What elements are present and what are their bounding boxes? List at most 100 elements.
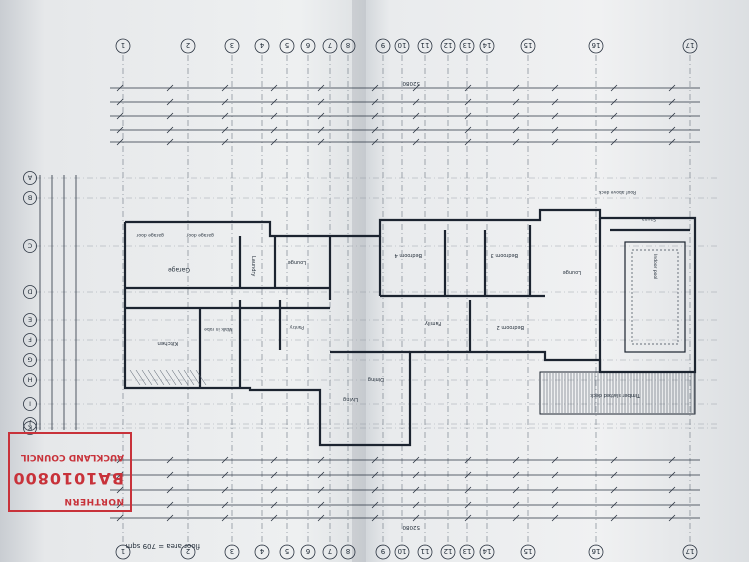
grid-bubble-F: F: [23, 333, 37, 347]
grid-label-bottom: 9: [381, 547, 385, 555]
grid-bubble-K: K: [23, 421, 37, 435]
grid-label-top: 2: [186, 41, 190, 49]
room-family: Family: [425, 320, 441, 326]
room-lounge-2: Lounge: [563, 269, 581, 275]
overall-dimension-bottom: 52080: [402, 524, 420, 530]
room-sauna: Sauna: [642, 216, 656, 222]
grid-label-top: 16: [591, 41, 600, 49]
grid-label-left: B: [28, 194, 32, 202]
grid-label-left: D: [27, 288, 32, 296]
grid-label-left: A: [27, 174, 32, 182]
grid-label-bottom: 3: [230, 547, 234, 555]
grid-label-bottom: 4: [259, 547, 264, 555]
grid-label-top: 11: [421, 41, 430, 49]
grid-label-left: F: [28, 336, 32, 344]
timber-deck: [539, 371, 696, 415]
grid-bubble-C: C: [23, 239, 37, 253]
grid-bubble-10: 10 10: [394, 38, 410, 560]
grid-bubble-A: A: [23, 171, 37, 185]
grid-label-top: 6: [305, 41, 310, 49]
floor-area-note: floor area = 709 sqm: [125, 542, 200, 550]
grid-label-top: 1: [121, 41, 125, 49]
label-roof-above: Roof above deck: [598, 189, 636, 195]
grid-label-left: E: [28, 316, 32, 324]
grid-label-bottom: 14: [482, 547, 491, 555]
room-lounge-1: Lounge: [288, 259, 306, 265]
building-walls: [123, 208, 697, 447]
grid-label-top: 14: [482, 41, 491, 49]
grid-bubble-4: 44: [254, 38, 270, 560]
grid-label-left: H: [27, 376, 32, 384]
grid-label-bottom: 2: [186, 547, 190, 555]
grid-bubble-D: D: [23, 285, 37, 299]
grid-bubble-2: 22: [180, 38, 196, 560]
grid-bubble-3: 33: [224, 38, 240, 560]
grid-bubble-8: 88: [340, 38, 356, 560]
grid-bubble-G: G: [23, 353, 37, 367]
stamp-council: AUCKLAND COUNCIL: [20, 452, 124, 462]
grid-label-left: K: [27, 424, 32, 432]
grid-label-bottom: 11: [421, 547, 430, 555]
grid-label-top: 4: [259, 41, 264, 49]
overall-dimension-top: 52080: [402, 80, 420, 86]
grid-label-top: 15: [524, 41, 533, 49]
pool-inner: [631, 249, 679, 345]
grid-bubble-9: 99: [375, 38, 391, 560]
room-walk-in-robe: Walk in robe: [204, 326, 232, 332]
grid-label-bottom: 17: [686, 547, 695, 555]
grid-label-left: G: [27, 356, 32, 364]
grid-label-bottom: 6: [305, 547, 310, 555]
room-pool: Indoor pool: [652, 254, 658, 279]
grid-label-bottom: 16: [591, 547, 600, 555]
label-timber-deck: Timber slatted deck: [590, 392, 641, 398]
grid-label-left: J: [29, 420, 32, 428]
room-pantry: Pantry: [289, 324, 304, 330]
label-garage-door-1: garage door: [136, 232, 164, 238]
grid-label-bottom: 13: [463, 547, 472, 555]
room-bedroom-4: Bedroom 4: [395, 252, 422, 258]
grid-bubble-11: 11 11: [417, 38, 433, 560]
council-stamp: NORTHERN BA1010800 AUCKLAND COUNCIL: [8, 432, 132, 512]
grid-bubble-J: J: [23, 417, 37, 431]
grid-label-left: I: [29, 400, 31, 408]
grid-bubble-1: 11: [115, 38, 131, 560]
grid-label-bottom: 15: [524, 547, 533, 555]
grid-label-top: 7: [328, 41, 332, 49]
room-living: Living: [343, 396, 358, 402]
grid-label-top: 9: [381, 41, 385, 49]
grid-label-top: 8: [346, 41, 350, 49]
stamp-number: BA1010800: [12, 469, 124, 488]
room-bedroom-3: Bedroom 3: [491, 252, 518, 258]
grid-bubble-H: H: [23, 373, 37, 387]
room-kitchen: Kitchen: [157, 340, 178, 346]
grid-bubble-5: 55: [279, 38, 295, 560]
room-dining: Dining: [368, 376, 384, 382]
room-laundry: Laundry: [250, 256, 256, 276]
grid-label-top: 17: [686, 41, 695, 49]
grid-bubble-7: 77: [322, 38, 338, 560]
grid-label-top: 13: [463, 41, 472, 49]
grid-bubble-6: 66: [300, 38, 316, 560]
grid-bubble-I: I: [23, 397, 37, 411]
grid-bubble-14: 14 14: [479, 38, 495, 560]
grid-label-top: 10: [398, 41, 407, 49]
grid-bubble-B: B: [23, 191, 37, 205]
grid-label-bottom: 8: [346, 547, 350, 555]
grid-label-left: C: [27, 242, 32, 250]
grid-label-bottom: 10: [398, 547, 407, 555]
grid-label-bottom: 12: [444, 547, 453, 555]
room-bedroom-2: Bedroom 2: [497, 324, 524, 330]
grid-bubble-E: E: [23, 313, 37, 327]
grid-bubble-12: 12 12: [440, 38, 456, 560]
label-garage-door-2: garage door: [186, 232, 214, 238]
grid-label-top: 12: [444, 41, 453, 49]
stamp-region: NORTHERN: [64, 496, 124, 506]
grid-label-bottom: 5: [285, 547, 289, 555]
grid-label-top: 3: [230, 41, 234, 49]
grid-label-bottom: 1: [121, 547, 125, 555]
room-garage: Garage: [168, 266, 190, 273]
